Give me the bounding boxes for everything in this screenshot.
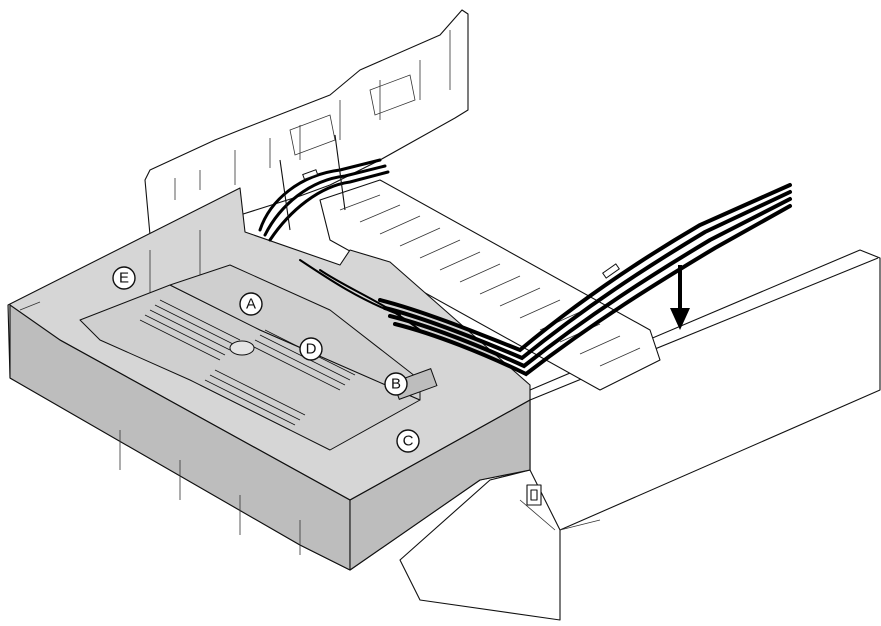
callout-a: A (239, 292, 263, 316)
rear-housing (144, 9, 469, 236)
svg-text:B: B (391, 376, 401, 393)
svg-text:C: C (403, 433, 414, 450)
svg-text:E: E (119, 270, 129, 287)
callout-d: D (299, 337, 323, 361)
lower-housing (399, 249, 881, 621)
modules (79, 264, 438, 451)
svg-text:D: D (306, 341, 317, 358)
callout-e: E (112, 266, 136, 290)
callout-c: C (396, 429, 420, 453)
callout-b: B (384, 372, 408, 396)
cable-bundle (258, 134, 792, 377)
svg-text:A: A (246, 296, 256, 313)
arrow-down-icon (670, 265, 690, 330)
